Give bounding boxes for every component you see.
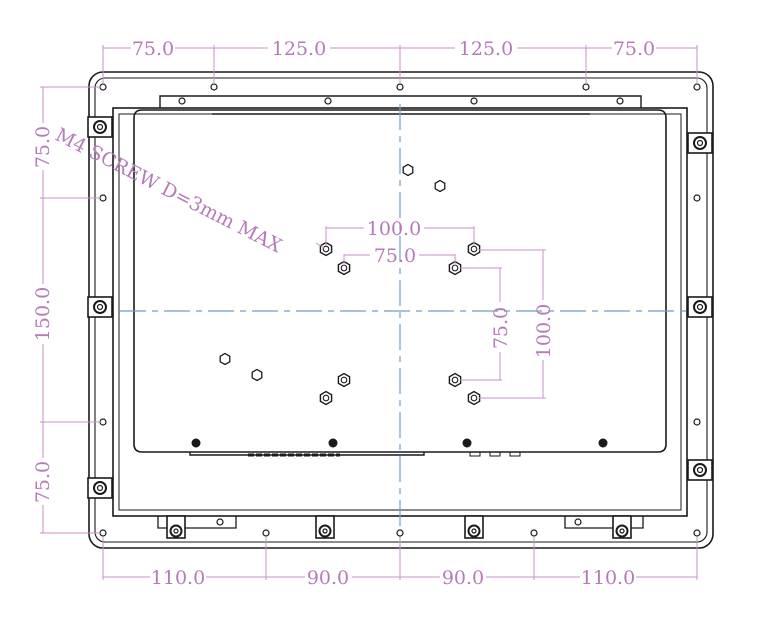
centerlines — [120, 104, 700, 550]
mount-hole — [396, 529, 404, 537]
vesa-dim-100-height: 100.0 — [533, 304, 555, 358]
hex-standoff — [251, 368, 263, 382]
bracket-hole — [173, 528, 179, 534]
mount-hole — [693, 83, 701, 91]
bottom-dim-1: 110.0 — [151, 567, 205, 589]
vesa-screw-hole — [451, 376, 459, 384]
housing-screw — [328, 438, 338, 448]
bracket-hole — [322, 528, 328, 534]
hex-standoff — [219, 352, 231, 366]
vesa-screw-hole — [470, 394, 478, 402]
bracket-hole — [619, 528, 625, 534]
mount-hole — [216, 518, 224, 526]
top-dimensions: 75.0 125.0 125.0 75.0 — [102, 38, 698, 84]
bottom-dimensions: 110.0 90.0 90.0 110.0 — [102, 537, 698, 589]
bracket-hole — [471, 528, 477, 534]
housing-screw — [462, 438, 472, 448]
vesa-screw-hole — [322, 394, 330, 402]
left-dim-1: 75.0 — [32, 126, 54, 168]
top-dim-2: 125.0 — [272, 38, 326, 60]
mount-hole — [693, 529, 701, 537]
vesa-screw-hole — [451, 264, 459, 272]
bottom-dim-4: 110.0 — [581, 567, 635, 589]
rear-housing — [133, 109, 667, 457]
bracket-hole — [96, 484, 104, 492]
mount-hole — [210, 83, 218, 91]
hex-standoff — [434, 179, 446, 193]
top-dim-3: 125.0 — [459, 38, 513, 60]
mount-hole — [396, 83, 404, 91]
vesa-screw-hole — [322, 245, 330, 253]
bracket-hole — [696, 466, 704, 474]
bracket-hole — [96, 123, 104, 131]
mount-hole — [693, 418, 701, 426]
left-dim-2: 150.0 — [32, 287, 54, 341]
bracket-hole — [96, 303, 104, 311]
screw-note-group: M4 SCREW D=3mm MAX — [52, 124, 325, 258]
bottom-dim-2: 90.0 — [307, 567, 349, 589]
mounting-brackets — [87, 116, 713, 539]
top-dim-1: 75.0 — [132, 38, 174, 60]
mount-hole — [574, 518, 582, 526]
vesa-screw-hole — [340, 264, 348, 272]
vesa-dim-75-width: 75.0 — [374, 245, 416, 267]
mount-hole — [178, 97, 186, 105]
vesa-dim-75-height: 75.0 — [490, 307, 512, 349]
housing-screw — [191, 438, 201, 448]
vesa-dim-100-width: 100.0 — [367, 218, 421, 240]
bottom-dim-3: 90.0 — [442, 567, 484, 589]
vesa-screws — [219, 163, 481, 406]
bracket-hole — [696, 139, 704, 147]
mount-hole — [693, 194, 701, 202]
screw-note: M4 SCREW D=3mm MAX — [52, 124, 286, 258]
left-dim-3: 75.0 — [32, 461, 54, 503]
top-dim-4: 75.0 — [613, 38, 655, 60]
vesa-screw-hole — [470, 245, 478, 253]
vesa-dimensions: 100.0 75.0 75.0 100.0 — [325, 218, 555, 399]
mount-hole — [616, 97, 624, 105]
mount-hole — [582, 83, 590, 91]
mount-hole — [262, 529, 270, 537]
hex-standoff — [402, 163, 414, 177]
vesa-screw-hole — [340, 376, 348, 384]
outer-bezel — [88, 71, 714, 549]
bracket-hole — [696, 303, 704, 311]
mount-hole — [470, 97, 478, 105]
left-dimensions: 75.0 150.0 75.0 — [32, 86, 101, 534]
mount-hole — [324, 97, 332, 105]
mount-hole — [530, 529, 538, 537]
housing-screw — [598, 438, 608, 448]
